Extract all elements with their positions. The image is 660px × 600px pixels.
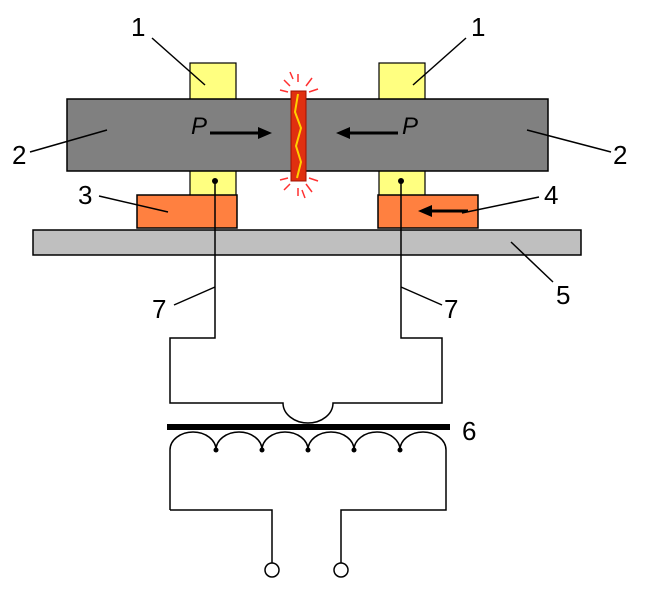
- label-electrode-right: 1: [471, 12, 485, 42]
- label-movable-clamp: 4: [544, 180, 558, 210]
- force-arrow-right: [336, 127, 398, 139]
- force-label-left: P: [191, 113, 207, 140]
- winding-tap-dots: [213, 447, 403, 453]
- leader-2-right: [526, 129, 612, 153]
- workpiece-right: [302, 98, 549, 172]
- base-plate: [32, 229, 582, 256]
- leader-7-left: [173, 286, 216, 306]
- upper-electrode-left: [189, 62, 237, 102]
- terminal-right: [333, 562, 349, 578]
- primary-wire-left: [170, 509, 273, 563]
- leader-1-left: [151, 37, 206, 86]
- fixed-clamp: [136, 194, 238, 229]
- leader-2-left: [29, 129, 108, 153]
- force-label-right: P: [402, 113, 418, 140]
- upper-electrode-right: [378, 62, 426, 102]
- leader-1-right: [412, 37, 467, 86]
- leader-7-right: [400, 286, 443, 306]
- leader-3: [98, 195, 169, 213]
- leader-5: [510, 241, 554, 283]
- label-electrode-left: 1: [131, 12, 145, 42]
- force-arrow-left: [210, 127, 272, 139]
- label-transformer: 6: [462, 416, 476, 446]
- label-lead-left: 7: [152, 294, 166, 324]
- label-lead-right: 7: [444, 294, 458, 324]
- label-workpiece-left: 2: [12, 140, 26, 170]
- label-fixed-clamp: 3: [78, 180, 92, 210]
- leader-4: [461, 196, 540, 214]
- clamp-movement-arrow: [418, 205, 468, 217]
- secondary-wire: [169, 181, 443, 424]
- terminal-left: [264, 562, 280, 578]
- label-workpiece-right: 2: [613, 140, 627, 170]
- label-base: 5: [556, 280, 570, 310]
- weld-spark: [279, 71, 319, 199]
